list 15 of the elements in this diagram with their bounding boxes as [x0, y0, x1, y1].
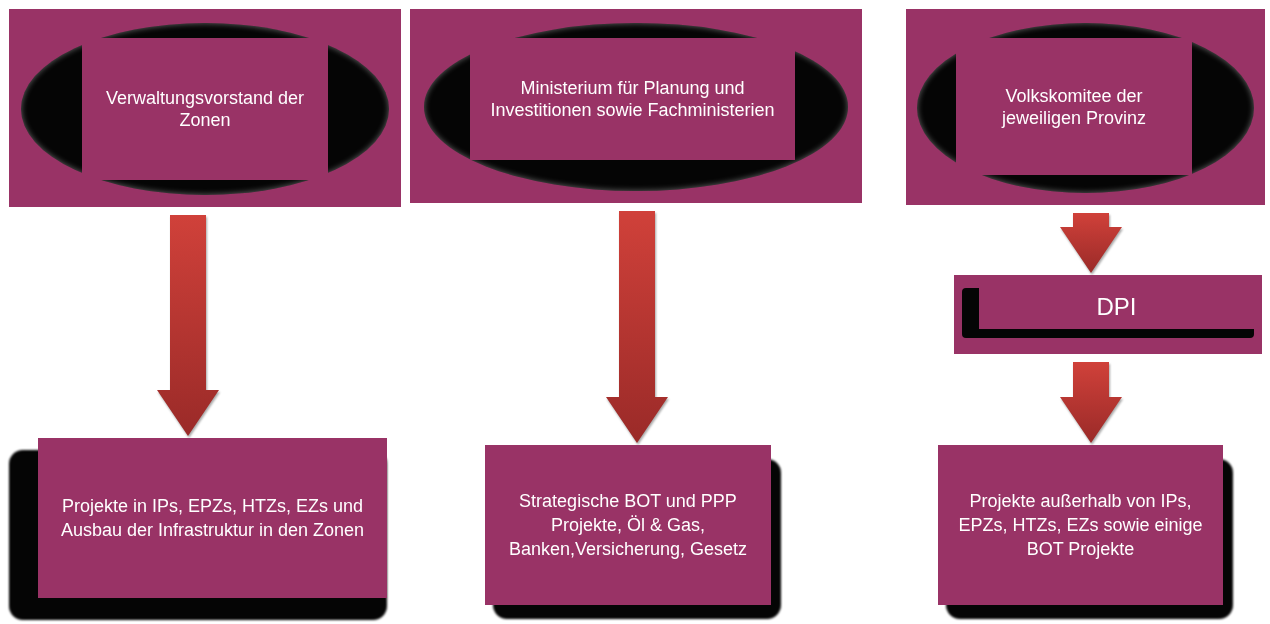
oval-frame-box — [906, 9, 1265, 205]
oval-frame-box — [9, 9, 401, 207]
node-text: Strategische BOT und PPP Projekte, Öl & Gas, Banken,Versicherung, Gesetz — [507, 490, 749, 561]
node-text: Volkskomitee der jeweiligen Provinz — [1000, 84, 1148, 129]
oval-frame-box — [410, 9, 862, 203]
node-text: Projekte außerhalb von IPs, EPZs, HTZs, EZs sowie einige BOT Projekte — [957, 490, 1204, 561]
arrow — [1060, 213, 1122, 273]
arrow — [157, 215, 219, 436]
arrow — [1060, 362, 1122, 443]
node-text: Projekte in IPs, EPZs, HTZs, EZs und Ausbau der Infrastruktur in den Zonen — [59, 495, 366, 542]
process-box — [954, 275, 1262, 354]
node-text: DPI — [1096, 292, 1137, 322]
node-text: Verwaltungsvorstand der Zonen — [104, 87, 306, 131]
arrow — [606, 211, 668, 443]
node-text: Ministerium für Planung und Investitionen sowie Fachministerien — [489, 77, 776, 121]
